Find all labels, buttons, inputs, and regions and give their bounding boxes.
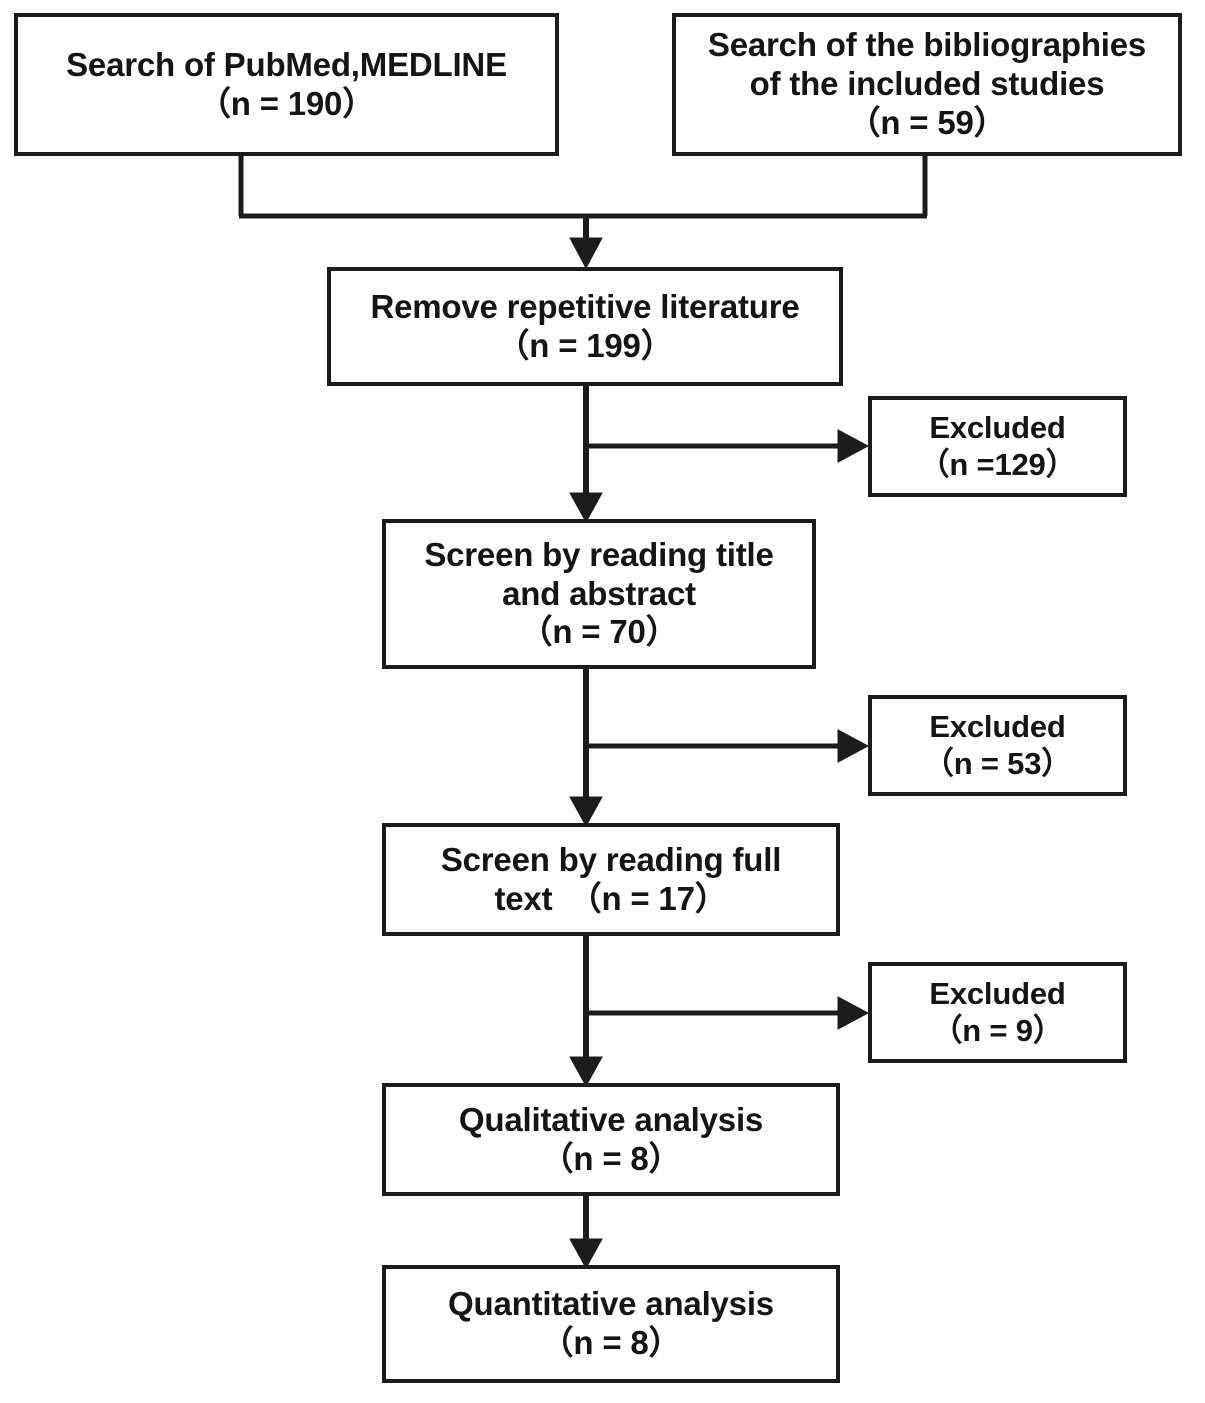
arrowhead-to-screen-full <box>569 796 603 828</box>
box-quantitative-analysis: Quantitative analysis （n = 8） <box>382 1265 840 1383</box>
arrowhead-to-remove <box>569 237 603 270</box>
box-search-bibliographies-count: （n = 59） <box>847 103 1007 141</box>
box-remove-repetitive-literature: Remove repetitive literature （n = 199） <box>327 267 843 386</box>
box-search-pubmed-medline-count: （n = 190） <box>197 84 376 122</box>
box-qualitative-analysis-label: Qualitative analysis <box>458 1100 764 1138</box>
box-screen-full-text: Screen by reading full text （n = 17） <box>382 823 840 936</box>
box-search-bibliographies-line2: of the included studies <box>749 65 1105 103</box>
box-excluded-after-title-abstract-count: （n = 53） <box>922 745 1073 781</box>
arrowhead-to-excluded1 <box>837 429 870 463</box>
box-excluded-after-duplicates-label: Excluded <box>929 409 1066 445</box>
box-screen-full-text-count: text （n = 17） <box>494 879 728 917</box>
box-search-bibliographies: Search of the bibliographies of the incl… <box>672 13 1182 156</box>
box-quantitative-analysis-label: Quantitative analysis <box>448 1285 774 1323</box>
box-excluded-after-full-text: Excluded （n = 9） <box>868 962 1127 1063</box>
arrowhead-to-qualitative <box>569 1056 603 1088</box>
box-screen-full-text-line1: Screen by reading full <box>440 840 782 878</box>
box-excluded-after-duplicates-count: （n =129） <box>918 446 1077 482</box>
box-screen-title-abstract-line2: and abstract <box>502 574 696 612</box>
box-search-bibliographies-line1: Search of the bibliographies <box>707 26 1147 64</box>
arrowhead-to-quantitative <box>569 1238 603 1270</box>
arrowhead-to-excluded2 <box>837 729 870 763</box>
box-qualitative-analysis-count: （n = 8） <box>540 1139 682 1177</box>
box-excluded-after-full-text-label: Excluded <box>929 975 1066 1011</box>
box-screen-title-abstract-count: （n = 70） <box>519 613 679 651</box>
arrowhead-to-excluded3 <box>837 996 870 1030</box>
box-screen-title-abstract: Screen by reading title and abstract （n … <box>382 519 816 669</box>
box-search-pubmed-medline: Search of PubMed,MEDLINE （n = 190） <box>14 13 559 156</box>
box-qualitative-analysis: Qualitative analysis （n = 8） <box>382 1083 840 1196</box>
box-excluded-after-full-text-count: （n = 9） <box>931 1012 1064 1048</box>
box-screen-title-abstract-line1: Screen by reading title <box>424 535 774 573</box>
box-quantitative-analysis-count: （n = 8） <box>540 1324 682 1361</box>
box-search-pubmed-medline-line1: Search of PubMed,MEDLINE <box>66 45 507 83</box>
box-excluded-after-title-abstract-label: Excluded <box>929 708 1066 744</box>
box-excluded-after-duplicates: Excluded （n =129） <box>868 396 1127 497</box>
box-remove-repetitive-literature-count: （n = 199） <box>496 326 674 364</box>
box-excluded-after-title-abstract: Excluded （n = 53） <box>868 695 1127 796</box>
arrowhead-to-screen-ta <box>569 492 603 524</box>
box-remove-repetitive-literature-line1: Remove repetitive literature <box>370 287 800 325</box>
